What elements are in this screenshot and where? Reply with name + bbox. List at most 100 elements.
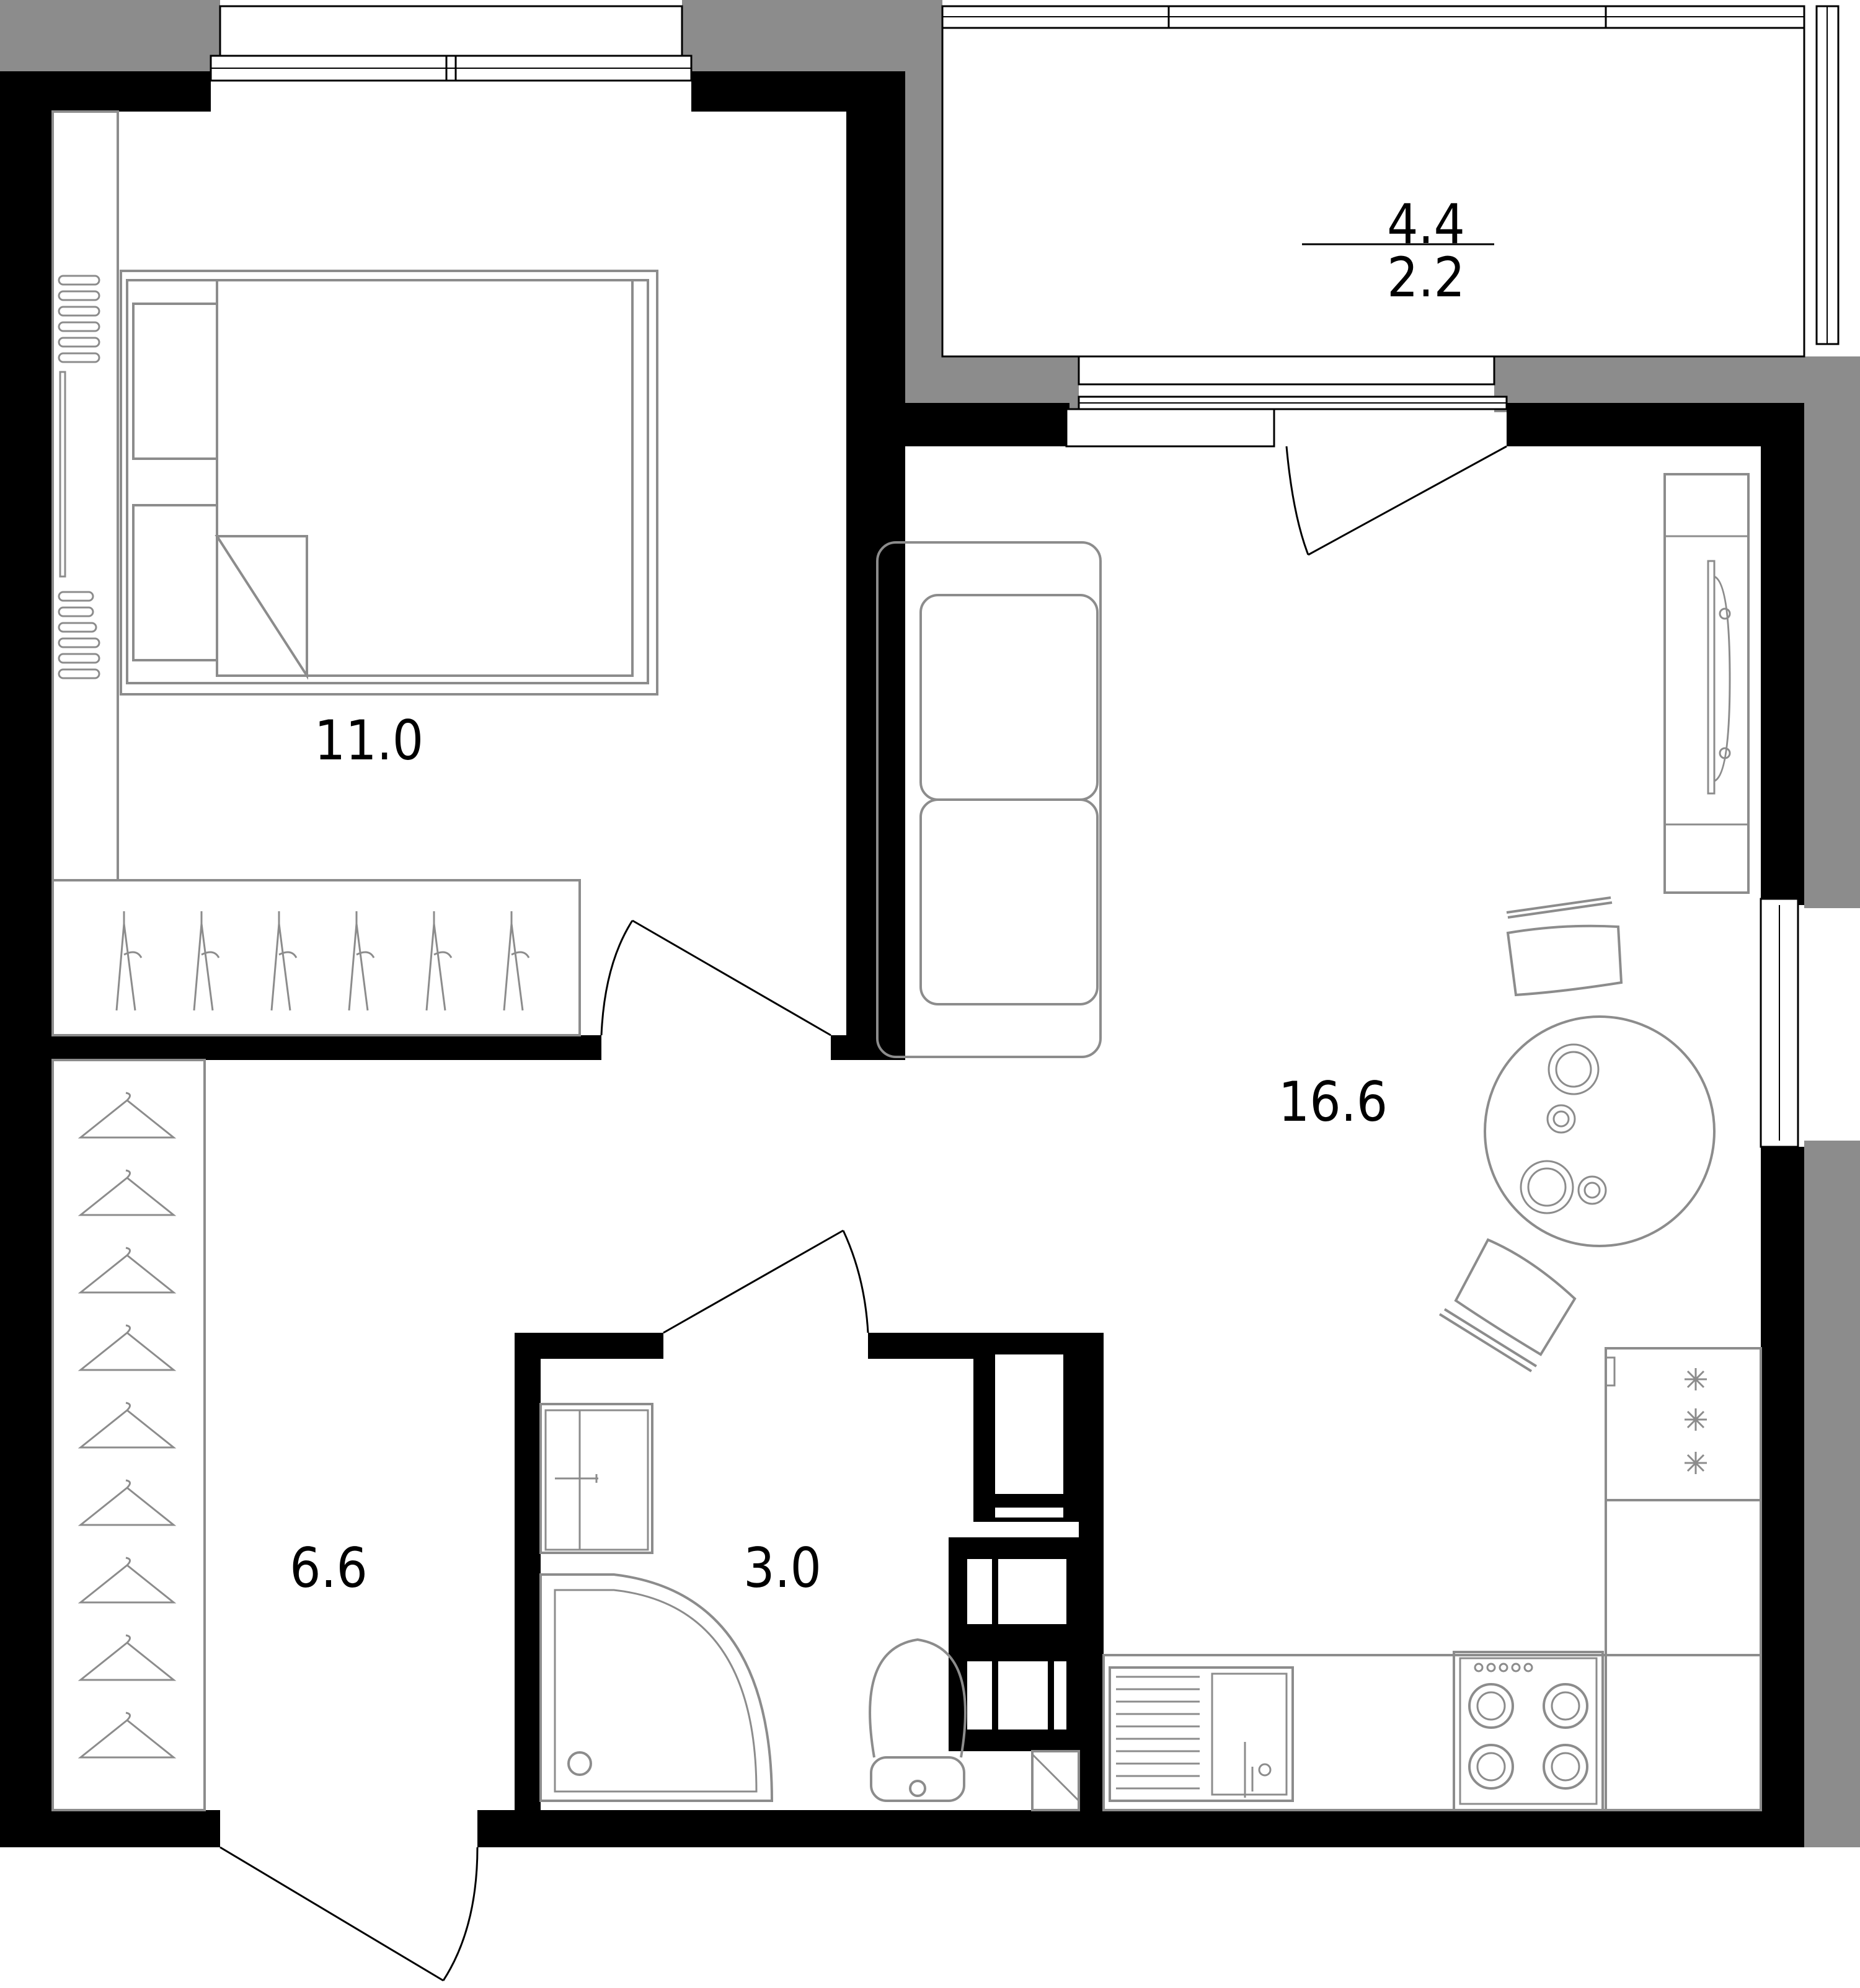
structural-walls [0,71,1804,1847]
snowflake-icon [1685,1408,1707,1431]
shower-drain [567,1751,592,1776]
wall-right-exterior-top [1761,403,1804,905]
drawer-handle-6 [58,352,100,363]
drawer-handle-5 [58,337,100,348]
hanger-icon [425,911,453,1011]
bathroom-fixtures [539,1403,1080,1811]
shaft-cutout-5 [967,1661,992,1730]
hanger-icon [78,1712,177,1759]
cup-icon [1577,1175,1607,1205]
tv-stand-knob-2 [1719,747,1731,759]
toilet-bowl [869,1638,967,1758]
stove-knob [1474,1663,1484,1672]
kitchen-sink [1109,1666,1294,1802]
hanger-icon [78,1092,177,1139]
drawer-handle-3 [58,306,100,317]
hanger-icon [78,1169,177,1216]
kitchen-sink-bowl [1211,1672,1288,1796]
drawer-handle-2 [58,290,100,301]
outer-wall-top-left [0,0,220,71]
hallway-area-label: 6.6 [290,1536,368,1600]
sofa-cushion-1 [919,594,1099,801]
bedroom-window [210,5,693,82]
bedroom-door-leaf [632,919,831,1036]
balcony-area-label: 4.4 [1387,192,1465,256]
cup-icon [1546,1104,1576,1134]
kitchen-sink-tap-base [1258,1763,1272,1777]
dining-table [1484,1015,1716,1247]
kitchen-sink-tap [1244,1742,1254,1798]
washbasin-bowl [544,1409,649,1551]
outer-wall-right-bottom [1804,1141,1860,1847]
tv-cabinet-bottom [1663,823,1750,894]
shaft-cutout-4 [998,1559,1066,1624]
balcony-door-swing [1285,446,1309,555]
hanger-icon [78,1557,177,1604]
tv-screen [1707,560,1731,795]
wall-living-top-left [846,403,1070,446]
wall-bathroom-left [515,1333,541,1810]
outer-wall-right-top [1804,356,1860,908]
shaft-cutout-2 [995,1508,1063,1518]
drawer-handle-4 [58,321,100,332]
wall-bottom-right [477,1810,1804,1847]
drawer-handle-7 [58,591,94,602]
hanger-icon [78,1402,177,1449]
bathroom-door-leaf [663,1229,844,1334]
entrance-door-swing [442,1847,479,1981]
hallway-furniture [51,1059,206,1811]
snowflake-icon [1685,1368,1707,1390]
balcony-door-sill [1065,408,1275,448]
balcony-floor [941,27,1805,358]
stove-knob [1523,1663,1533,1672]
kitchen-window [1760,898,1799,1148]
shower-tray-inner [554,1589,758,1793]
wall-left-exterior [0,71,53,1847]
hanger-icon [115,911,143,1011]
burner-icon [1468,1683,1514,1729]
bed-pillow-2 [132,504,218,661]
balcony-door-leaf [1308,445,1507,556]
bedroom-closet [51,879,581,1036]
living-area-label: 16.6 [1278,1070,1388,1134]
shower-tray [539,1573,774,1802]
hanger-icon [193,911,220,1011]
entrance-door-leaf [219,1846,444,1982]
bedroom-area-label: 11.0 [314,709,423,772]
bathroom-door-swing [842,1230,869,1333]
burner-icon [1543,1683,1588,1729]
bed-mattress [126,279,649,684]
toilet-button [909,1780,926,1797]
drawer-handle-1 [58,275,100,286]
hanger-icon [348,911,375,1011]
fridge-door [1605,1356,1616,1387]
bathroom-area-label: 3.0 [743,1536,822,1600]
shaft-cutout-7 [1054,1661,1066,1730]
kitchen-fixtures [1102,1347,1762,1811]
burner-icon [1468,1744,1514,1790]
fridge [1605,1347,1762,1501]
tv-cabinet-top [1663,473,1750,537]
shaft-cutout-6 [998,1661,1048,1730]
bedroom-hangers [115,911,530,1011]
bedroom-furniture [51,110,658,1036]
living-furniture [876,473,1750,1372]
stove-knob [1511,1663,1521,1672]
tv-stand-knob-1 [1719,607,1731,620]
bedroom-window-frame [219,5,683,57]
hanger-icon [78,1479,177,1526]
dining-chair-bottom [1438,1238,1577,1372]
hanger-icon [78,1324,177,1371]
dining-chair-top [1506,896,1623,997]
hallway-closet [51,1059,206,1811]
hanger-icon [503,911,530,1011]
toilet-tank [870,1756,965,1802]
stove-knob [1486,1663,1496,1672]
drawer-handle-9 [58,622,97,633]
bed-pillow-1 [132,303,218,460]
shaft-cutout-3 [967,1559,992,1624]
bathroom-cabinet-diag [1031,1753,1080,1802]
wall-living-left [846,403,871,1060]
wall-bedroom-bottom-left [0,1035,601,1060]
